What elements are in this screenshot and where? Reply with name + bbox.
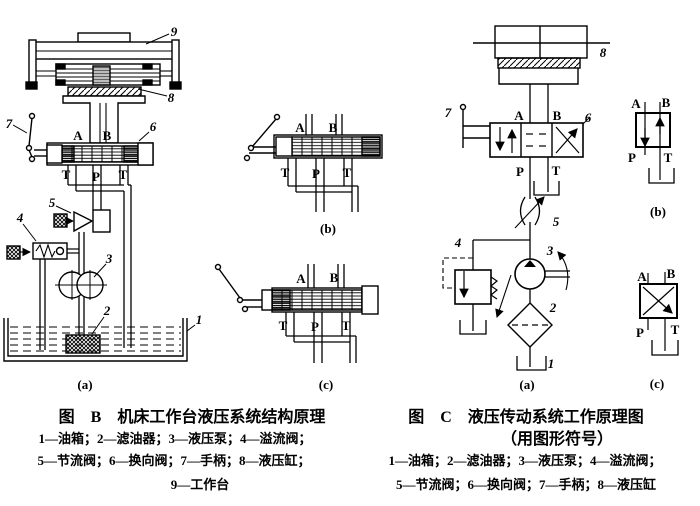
symbol-b-port-t: T xyxy=(664,150,673,165)
label-8: 8 xyxy=(600,45,607,60)
port-a: A xyxy=(514,108,524,123)
handle-lever-b xyxy=(243,113,281,162)
label-7: 7 xyxy=(445,105,452,120)
symbol-c-port-t: T xyxy=(671,322,680,337)
label-4: 4 xyxy=(16,210,24,225)
label-3: 3 xyxy=(105,251,113,266)
handle-lever xyxy=(12,112,47,163)
figure-c-legend-1: 1—油箱；2—滤油器；3—液压泵；4—溢流阀； xyxy=(388,453,661,469)
label-9: 9 xyxy=(171,24,178,39)
valve-position-c: A B T P T (c) xyxy=(214,263,379,392)
port-a: A xyxy=(73,128,83,143)
symbol-b-port-a: A xyxy=(631,96,641,111)
port-t-left: T xyxy=(62,167,71,182)
symbol-b-port-b: B xyxy=(662,95,671,110)
port-p: P xyxy=(311,319,319,334)
label-2: 2 xyxy=(103,303,111,318)
port-b: B xyxy=(103,128,112,143)
figure-b-legend-1: 1—油箱；2—滤油器；3—液压泵；4—溢流阀； xyxy=(38,431,311,447)
figure-b-title: 图 B 机床工作台液压系统结构原理 xyxy=(59,407,326,426)
sublabel-b: (b) xyxy=(650,204,666,219)
port-b: B xyxy=(329,120,338,135)
symbol-c-port-p: P xyxy=(636,325,644,340)
valve-symbol-b xyxy=(635,102,675,184)
relief-valve xyxy=(6,223,79,350)
label-6: 6 xyxy=(585,110,592,125)
port-p: P xyxy=(92,169,100,184)
worktable xyxy=(25,32,182,90)
throttle-valve xyxy=(53,205,111,233)
port-b: B xyxy=(330,270,339,285)
piston xyxy=(92,65,111,86)
valve-tank-return xyxy=(529,157,560,199)
gear-pump xyxy=(55,263,107,300)
figure-b-legend-3: 9—工作台 xyxy=(171,477,230,492)
sublabel-c: (c) xyxy=(650,376,664,391)
figure-c-legend-2: 5—节流阀；6—换向阀；7—手柄；8—液压缸 xyxy=(396,477,656,493)
symbol-b-port-p: P xyxy=(628,150,636,165)
port-p: P xyxy=(312,166,320,181)
port-t-left: T xyxy=(281,165,290,180)
pump-symbol xyxy=(514,251,570,303)
label-5: 5 xyxy=(49,195,56,210)
return-pipes xyxy=(67,165,132,348)
symbol-c-port-a: A xyxy=(637,269,647,284)
sublabel-a: (a) xyxy=(519,377,534,392)
hydraulic-cylinder xyxy=(36,63,172,97)
throttle-valve-symbol xyxy=(514,196,545,260)
port-p: P xyxy=(516,164,524,179)
figure-b-legend-2: 5—节流阀；6—换向阀；7—手柄；8—液压缸； xyxy=(37,453,310,469)
directional-valve-symbol xyxy=(459,103,591,158)
port-t-right: T xyxy=(343,165,352,180)
label-1: 1 xyxy=(548,356,555,371)
figure-c-title: 图 C 液压传动系统工作原理图 xyxy=(408,407,644,426)
label-5: 5 xyxy=(553,214,560,229)
oil-filter xyxy=(65,316,105,354)
valve-symbol-c xyxy=(639,272,679,356)
label-7: 7 xyxy=(6,116,13,131)
sublabel-b: (b) xyxy=(320,221,336,236)
port-b: B xyxy=(553,108,562,123)
port-t: T xyxy=(552,163,561,178)
label-4: 4 xyxy=(454,235,462,250)
figure-c-subtitle: （用图形符号） xyxy=(501,429,613,448)
tank-symbol xyxy=(516,347,547,371)
valve-position-b: A B T P T (b) xyxy=(243,113,383,236)
figure-b-structural-diagram: 9 8 7 6 5 4 3 2 1 A B T P T (a) xyxy=(3,24,203,392)
cylinder-symbol xyxy=(473,25,610,123)
figure-c-symbol-diagram: 8 7 6 5 4 3 2 1 A B P T (a) A B P T (b) … xyxy=(442,25,680,392)
filter-symbol xyxy=(507,302,553,348)
label-1: 1 xyxy=(196,312,203,327)
label-3: 3 xyxy=(546,243,554,258)
port-t-right: T xyxy=(119,167,128,182)
directional-valve xyxy=(46,131,154,166)
port-t-right: T xyxy=(342,318,351,333)
port-t-left: T xyxy=(279,318,288,333)
sublabel-a: (a) xyxy=(77,377,92,392)
symbol-c-port-b: B xyxy=(667,266,676,281)
label-6: 6 xyxy=(150,119,157,134)
sublabel-c: (c) xyxy=(319,377,333,392)
relief-valve-symbol xyxy=(442,239,530,335)
label-2: 2 xyxy=(549,300,557,315)
oil-tank xyxy=(3,318,196,362)
handle-lever-c xyxy=(214,263,262,313)
port-a: A xyxy=(295,120,305,135)
port-a: A xyxy=(296,271,306,286)
label-8: 8 xyxy=(168,90,175,105)
captions: 图 B 机床工作台液压系统结构原理 1—油箱；2—滤油器；3—液压泵；4—溢流阀… xyxy=(37,407,661,493)
